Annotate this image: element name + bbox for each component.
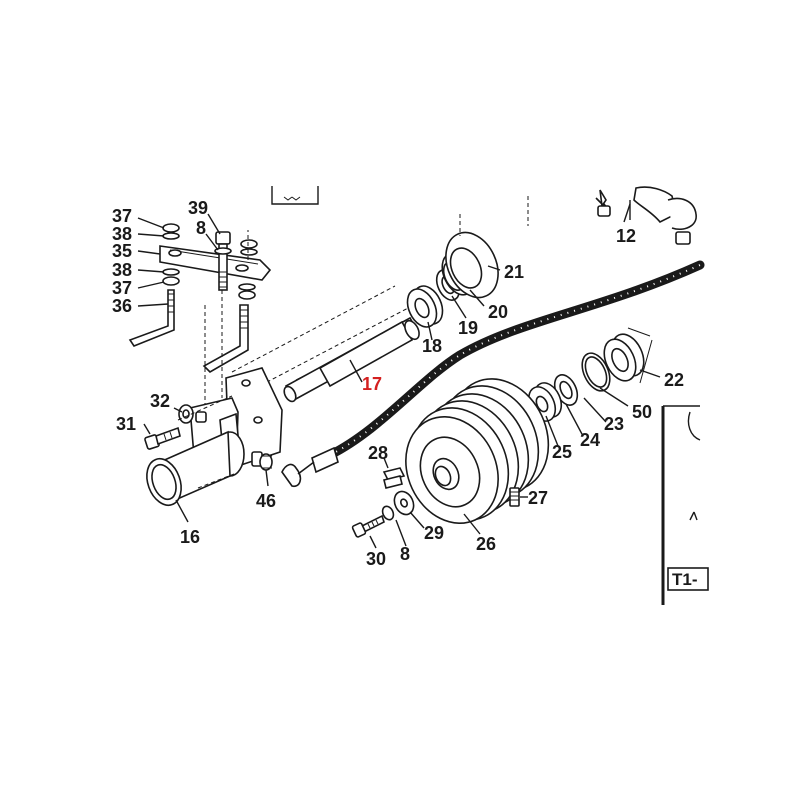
callout-18: 18 xyxy=(422,336,442,356)
callout-32: 32 xyxy=(150,391,170,411)
callout-25: 25 xyxy=(552,442,572,462)
callout-39: 39 xyxy=(188,198,208,218)
callout-29: 29 xyxy=(424,523,444,543)
callout-50: 50 xyxy=(632,402,652,422)
callout-8: 8 xyxy=(196,218,206,238)
callout-20: 20 xyxy=(488,302,508,322)
small-hardware xyxy=(351,467,520,538)
inset-code-label: T1- xyxy=(672,570,698,589)
callout-28: 28 xyxy=(368,443,388,463)
bearing-stack-22-25 xyxy=(527,327,653,422)
callout-12: 12 xyxy=(616,226,636,246)
callout-36: 36 xyxy=(112,296,132,316)
callout-21: 21 xyxy=(504,262,524,282)
callout-37: 37 xyxy=(112,278,132,298)
hydraulic-hose xyxy=(281,260,705,488)
bearing-stack-18-21 xyxy=(406,196,529,328)
callout-37: 37 xyxy=(112,206,132,226)
callout-26: 26 xyxy=(476,534,496,554)
callout-19: 19 xyxy=(458,318,478,338)
leader-lines xyxy=(137,203,661,549)
callout-46: 46 xyxy=(256,491,276,511)
callout-35: 35 xyxy=(112,241,132,261)
callout-22: 22 xyxy=(664,370,684,390)
callout-17-highlighted: 17 xyxy=(362,374,382,394)
callout-labels: 37 38 35 38 37 36 39 8 12 21 20 19 18 17… xyxy=(112,198,684,569)
inset-panel: T1- xyxy=(661,405,709,605)
partial-parts-group-12 xyxy=(595,186,697,245)
shaft-17 xyxy=(231,285,420,403)
callout-38: 38 xyxy=(112,224,132,244)
pulley-26 xyxy=(405,378,550,525)
callout-31: 31 xyxy=(116,414,136,434)
callout-38: 38 xyxy=(112,260,132,280)
callout-8: 8 xyxy=(400,544,410,564)
housing-bracket-16 xyxy=(144,367,283,507)
callout-24: 24 xyxy=(580,430,600,450)
callout-16: 16 xyxy=(180,527,200,547)
partial-box-fragment xyxy=(271,186,319,205)
bracket-assembly xyxy=(128,223,272,420)
callout-23: 23 xyxy=(604,414,624,434)
callout-27: 27 xyxy=(528,488,548,508)
callout-30: 30 xyxy=(366,549,386,569)
